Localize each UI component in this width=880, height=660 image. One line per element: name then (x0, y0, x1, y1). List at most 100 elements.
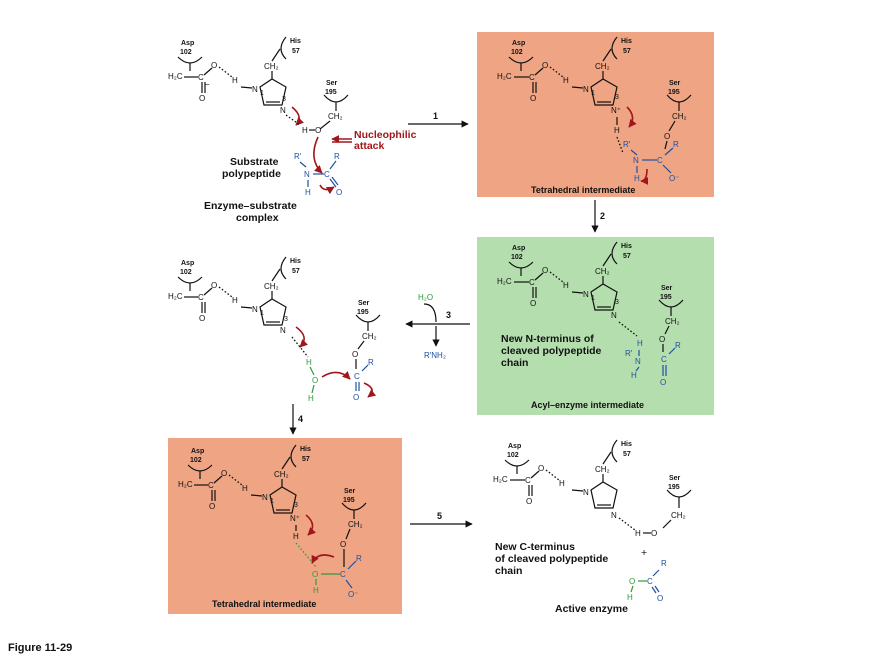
ser-number: 195 (660, 294, 672, 301)
his-label: His (290, 258, 301, 265)
ring-1: 1 (260, 90, 264, 97)
asp-o2: O (530, 94, 536, 103)
asp-number: 102 (180, 269, 192, 276)
tetrahedral-intermediate-2: Asp 102 H₂C C O O H His 57 CH₂ N 1 N⁺ 3 … (178, 444, 367, 609)
his-label: His (621, 243, 632, 250)
asp-number: 102 (511, 254, 523, 261)
step-3-label: 3 (446, 310, 451, 320)
ser-ch2: CH₂ (328, 112, 343, 121)
his-number: 57 (623, 253, 631, 260)
amine-h2: H (631, 371, 637, 380)
amine-h1: H (637, 339, 643, 348)
ser-label: Ser (669, 475, 681, 482)
ring-1: 1 (260, 310, 264, 317)
ser-label: Ser (669, 80, 681, 87)
c-terminus-note-line1: New C-terminus (495, 541, 575, 553)
his-h-n1: H (563, 281, 569, 290)
his-number: 57 (292, 268, 300, 275)
hydroxyl-o: O (312, 570, 318, 579)
product-oh-o: O (629, 577, 635, 586)
hydroxyl-h: H (313, 586, 319, 595)
acyl-c: C (354, 372, 360, 381)
ser-number: 195 (325, 89, 337, 96)
his-h-n1: H (563, 76, 569, 85)
his-h-n1: H (232, 296, 238, 305)
substrate-r: R (673, 140, 679, 149)
asp-o1: O (542, 266, 548, 275)
his-label: His (290, 38, 301, 45)
ring-3: 3 (615, 299, 619, 306)
asp-c: C (208, 481, 214, 490)
substrate-c: C (324, 170, 330, 179)
ser-number: 195 (668, 89, 680, 96)
asp-o2: O (526, 497, 532, 506)
his-h-n1: H (242, 484, 248, 493)
ser-o: O (315, 126, 321, 135)
his-h-n1: H (232, 76, 238, 85)
acyl-c: C (661, 355, 667, 364)
his-n3-plus: N⁺ (290, 514, 300, 523)
acyl-enzyme-intermediate: Asp 102 H₂C C O O H His 57 CH₂ N 1 N 3 S… (497, 241, 684, 410)
acyl-enzyme-panel (477, 237, 714, 415)
ring-3: 3 (294, 502, 298, 509)
step-4-label: 4 (298, 414, 303, 424)
asp-c: C (198, 293, 204, 302)
water-h2: H (308, 394, 314, 403)
tetra1-caption: Tetrahedral intermediate (531, 185, 635, 195)
substrate-n: N (633, 156, 639, 165)
asp-o1: O (211, 61, 217, 70)
his-n1: N (252, 305, 258, 314)
ser-number: 195 (668, 484, 680, 491)
his-ch2: CH₂ (264, 282, 279, 291)
figure-label: Figure 11-29 (8, 642, 72, 654)
deacylation-water-attack: Asp 102 H₂C C O O H His 57 CH₂ N 1 N 3 H… (168, 256, 381, 403)
asp-label: Asp (512, 40, 525, 47)
his-label: His (300, 446, 311, 453)
asp-o2: O (209, 502, 215, 511)
his-n1: N (583, 290, 589, 299)
his-n1: N (262, 493, 268, 502)
his-label: His (621, 441, 632, 448)
ser-o: O (664, 132, 670, 141)
transferred-h: H (614, 126, 620, 135)
asp-number: 102 (180, 49, 192, 56)
ser-ch2: CH₂ (672, 112, 687, 121)
step-5-label: 5 (437, 511, 442, 521)
substrate-r-prime: R′ (623, 140, 631, 149)
his-ch2: CH₂ (595, 267, 610, 276)
step-1-label: 1 (433, 111, 438, 121)
asp-label: Asp (181, 260, 194, 267)
his-number: 57 (302, 456, 310, 463)
oxyanion: O⁻ (669, 174, 679, 183)
his-ch2: CH₂ (264, 62, 279, 71)
asp-label: Asp (191, 448, 204, 455)
his-n3: N (280, 106, 286, 115)
product-r: R (661, 559, 667, 568)
acyl-o: O (353, 393, 359, 402)
acyl-caption: Acyl–enzyme intermediate (531, 400, 644, 410)
his-ch2: CH₂ (274, 470, 289, 479)
his-n1: N (583, 488, 589, 497)
acyl-r: R (356, 554, 362, 563)
his-n1: N (583, 85, 589, 94)
attack-label-line2: attack (354, 140, 385, 152)
substrate-label-line2: polypeptide (222, 168, 281, 180)
ser-number: 195 (357, 309, 369, 316)
his-label: His (621, 38, 632, 45)
substrate-n: N (304, 170, 310, 179)
product-c: C (647, 577, 653, 586)
amine-r-prime: R′ (625, 349, 633, 358)
oxyanion: O⁻ (348, 590, 358, 599)
his-n3: N (611, 511, 617, 520)
asp-c: C (529, 278, 535, 287)
step-3: H₂O 3 R′NH₂ (405, 293, 470, 360)
ser-ch2: CH₂ (362, 332, 377, 341)
his-n1: N (252, 85, 258, 94)
tetra2-caption: Tetrahedral intermediate (212, 599, 316, 609)
ser-o: O (352, 350, 358, 359)
asp-o1: O (211, 281, 217, 290)
water-o: O (312, 376, 318, 385)
tetrahedral-panel-1 (477, 32, 714, 197)
acyl-r: R (368, 358, 374, 367)
